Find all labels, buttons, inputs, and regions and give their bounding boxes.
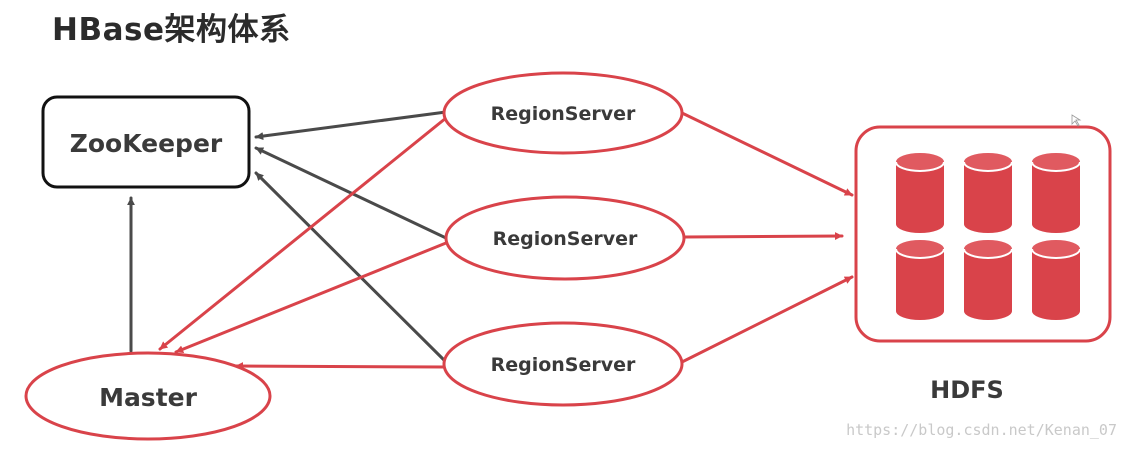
regionserver-node: RegionServer	[442, 71, 684, 155]
database-cylinder-icon	[1031, 240, 1081, 320]
arrow-rs3-to-zookeeper	[254, 171, 448, 364]
watermark: https://blog.csdn.net/Kenan_07	[846, 421, 1117, 439]
regionserver-label: RegionServer	[491, 354, 636, 376]
regionserver-label: RegionServer	[493, 228, 638, 250]
regionserver-ellipse	[444, 195, 686, 281]
master-label: Master	[99, 383, 198, 412]
arrow-rs1-to-zookeeper	[254, 110, 448, 141]
regionserver-node: RegionServer	[442, 321, 684, 407]
connectors-to-master	[158, 116, 448, 371]
arrow-rs3-to-master	[234, 362, 448, 371]
arrow-rs3-to-hdfs	[680, 275, 854, 364]
cursor-icon	[1071, 114, 1082, 127]
hdfs-storage-cylinders	[895, 153, 1081, 320]
database-cylinder-icon	[895, 153, 945, 233]
arrow-rs2-to-hdfs	[682, 232, 844, 241]
arrow-rs1-to-hdfs	[680, 111, 854, 197]
arrow-rs2-to-master	[174, 241, 448, 354]
arrow-rs1-to-master	[158, 116, 448, 351]
regionserver-node: RegionServer	[444, 195, 686, 281]
database-cylinder-icon	[963, 153, 1013, 233]
master-ellipse	[24, 351, 272, 441]
hdfs-node: HDFS	[854, 125, 1112, 404]
hdfs-label: HDFS	[930, 376, 1004, 404]
connectors-to-hdfs	[680, 111, 854, 364]
database-cylinder-icon	[895, 240, 945, 320]
zookeeper-box	[41, 95, 251, 189]
regionserver-ellipse	[442, 321, 684, 407]
regionserver-label: RegionServer	[491, 103, 636, 125]
database-cylinder-icon	[1031, 153, 1081, 233]
zookeeper-label: ZooKeeper	[70, 129, 223, 158]
diagram-title: HBase架构体系	[52, 12, 291, 48]
master-node: Master	[24, 351, 272, 441]
regionserver-ellipse	[442, 71, 684, 155]
database-cylinder-icon	[963, 240, 1013, 320]
zookeeper-node: ZooKeeper	[41, 95, 251, 189]
